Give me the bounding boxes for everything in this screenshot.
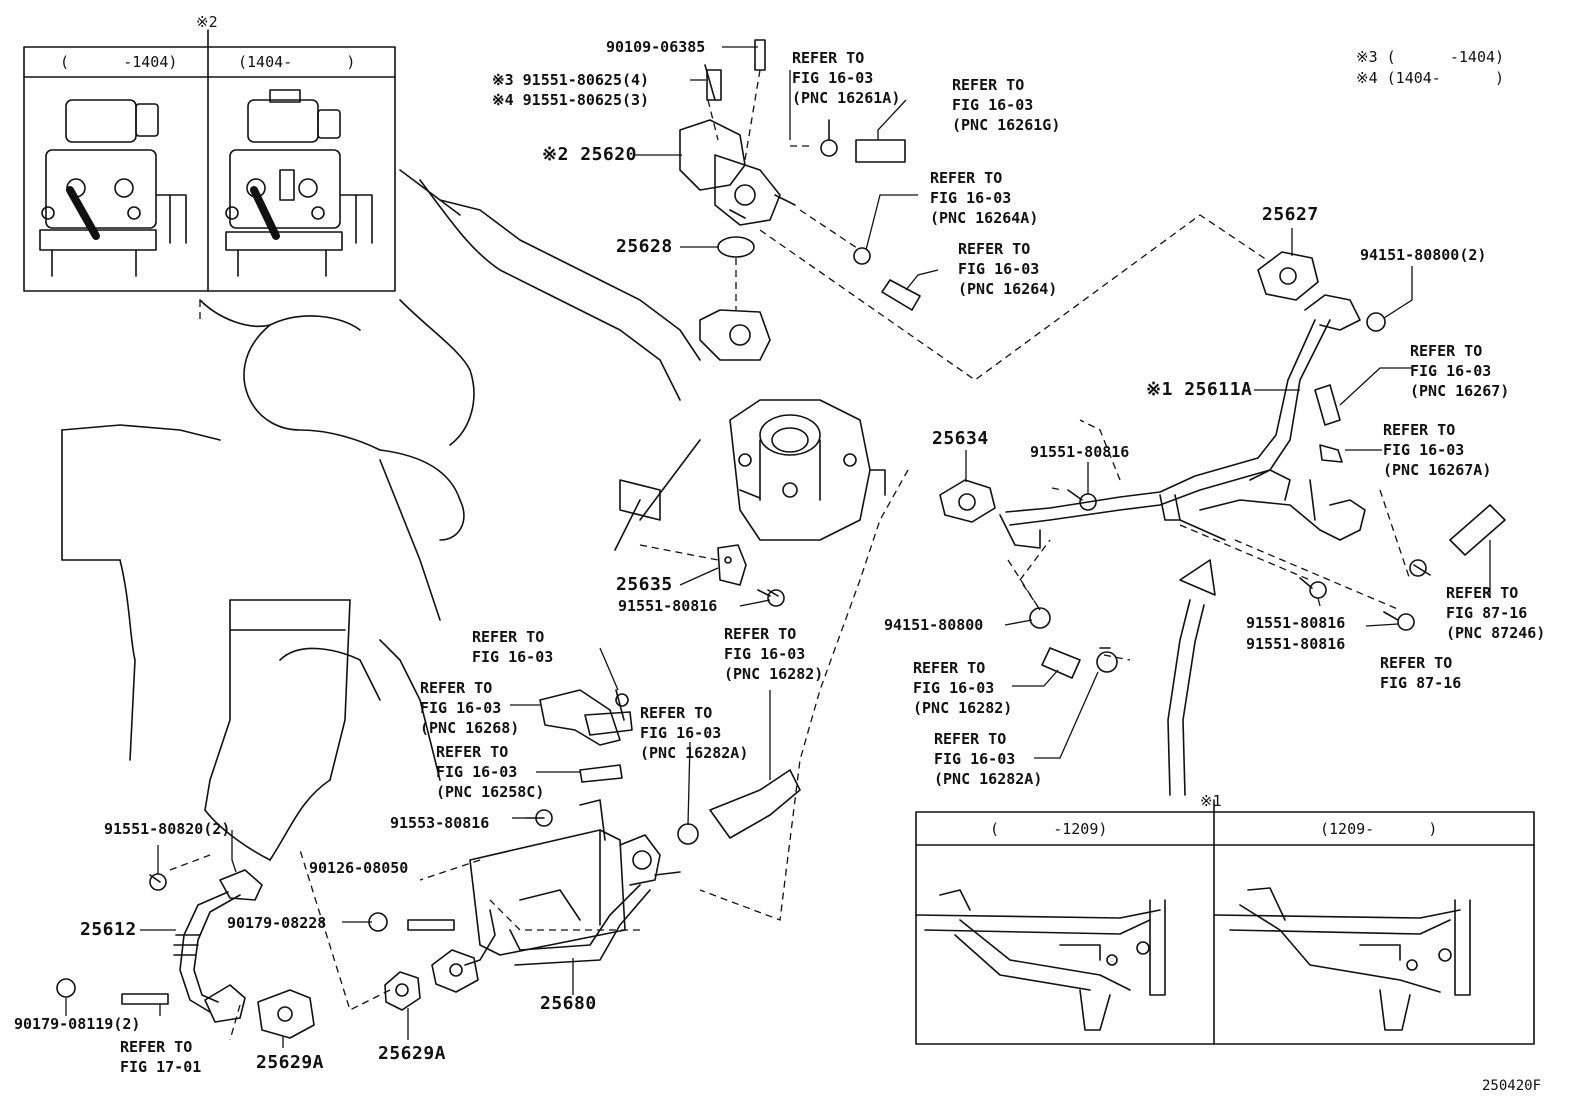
egr-valve-late-drawing — [225, 89, 373, 277]
inset-top-left-header: ( -1404) — [60, 53, 178, 71]
part-25680: 25680 — [540, 993, 597, 1014]
inset-bottom-left-header: ( -1209) — [990, 820, 1108, 838]
ref-16282-a: REFER TO FIG 16-03 (PNC 16282) — [724, 625, 824, 683]
ref-fig-16-03: REFER TO FIG 16-03 — [472, 628, 554, 666]
egr-valve-25620-drawing — [679, 39, 796, 226]
ref-16282-b: REFER TO FIG 16-03 (PNC 16282) — [913, 659, 1013, 717]
ref-87246: REFER TO FIG 87-16 (PNC 87246) — [1446, 584, 1546, 642]
part-91551-80625-n3: ※3 91551-80625(4) — [492, 71, 650, 89]
pipe-25612-drawing — [173, 869, 263, 1023]
gasket-25627-drawing — [1257, 251, 1319, 301]
part-94151-80800: 94151-80800 — [884, 616, 984, 634]
bracket-25635-drawing — [717, 544, 747, 586]
part-91551-80820-2: 91551-80820(2) — [104, 820, 231, 838]
gasket-25629A-b-drawing — [384, 971, 421, 1011]
bracket-16268-drawing — [539, 689, 633, 783]
ref-16268: REFER TO FIG 16-03 (PNC 16268) — [420, 679, 520, 737]
ref-fig-17-01: REFER TO FIG 17-01 — [120, 1038, 202, 1076]
pipe-25611A-drawing — [999, 294, 1366, 549]
ref-fig-87-16: REFER TO FIG 87-16 — [1380, 654, 1462, 692]
part-91551-80625-n4: ※4 91551-80625(3) — [492, 91, 650, 109]
flow-arrow — [1167, 559, 1216, 796]
part-90109-06385: 90109-06385 — [606, 38, 706, 56]
ref-16261G: REFER TO FIG 16-03 (PNC 16261G) — [952, 76, 1061, 134]
part-25629A-a: 25629A — [256, 1052, 325, 1073]
gasket-25629A-a-drawing — [257, 989, 315, 1039]
part-91551-80816-a: 91551-80816 — [1030, 443, 1130, 461]
nut-94151-drawing — [1366, 312, 1386, 332]
figure-id: 250420F — [1482, 1078, 1542, 1094]
hoses-drawing — [709, 139, 1506, 839]
part-90126-08050: 90126-08050 — [309, 859, 409, 877]
gasket-25628-drawing — [717, 236, 755, 258]
dashed-assembly-lines — [169, 69, 1411, 1041]
ref-16267A: REFER TO FIG 16-03 (PNC 16267A) — [1383, 421, 1492, 479]
legend-note-4: ※4 (1404- ) — [1356, 69, 1505, 87]
part-91551-80816-d: 91551-80816 — [1246, 635, 1346, 653]
part-91551-80816-c: 91551-80816 — [1246, 614, 1346, 632]
part-25629A-b: 25629A — [378, 1043, 447, 1064]
ref-16264A: REFER TO FIG 16-03 (PNC 16264A) — [930, 169, 1039, 227]
throttle-body-drawing — [699, 309, 886, 541]
ref-16261A: REFER TO FIG 16-03 (PNC 16261A) — [792, 49, 901, 107]
part-25635: 25635 — [616, 574, 673, 595]
inset-bottom-mark: ※1 — [1200, 792, 1222, 810]
bolts-drawing — [56, 489, 1431, 1005]
ref-16264: REFER TO FIG 16-03 (PNC 16264) — [958, 240, 1058, 298]
part-94151-80800-2: 94151-80800(2) — [1360, 246, 1487, 264]
part-91553-80816: 91553-80816 — [390, 814, 490, 832]
gasket-25634-drawing — [939, 479, 996, 523]
ref-16258C: REFER TO FIG 16-03 (PNC 16258C) — [436, 743, 545, 801]
egr-cooler-25680-drawing — [464, 799, 681, 966]
engine-block-outline — [61, 169, 701, 861]
ref-16282A-b: REFER TO FIG 16-03 (PNC 16282A) — [934, 730, 1043, 788]
pipe-late-drawing — [1213, 887, 1471, 1031]
egr-valve-early-drawing — [39, 99, 187, 277]
pipe-early-drawing — [915, 889, 1166, 1031]
inset-bottom-right-header: (1209- ) — [1320, 820, 1438, 838]
part-90179-08119-2: 90179-08119(2) — [14, 1015, 141, 1033]
part-90179-08228: 90179-08228 — [227, 914, 327, 932]
part-25628: 25628 — [616, 236, 673, 257]
part-91551-80816-b: 91551-80816 — [618, 597, 718, 615]
leader-lines — [65, 46, 1491, 1048]
part-25627: 25627 — [1262, 204, 1319, 225]
inset-top-mark: ※2 — [196, 13, 218, 31]
inset-egr-valve-versions — [23, 29, 396, 292]
part-25612: 25612 — [80, 919, 137, 940]
part-25620: ※2 25620 — [542, 144, 637, 165]
part-25634: 25634 — [932, 428, 989, 449]
ref-16267: REFER TO FIG 16-03 (PNC 16267) — [1410, 342, 1510, 400]
inset-pipe-versions — [915, 799, 1535, 1045]
clamps-drawing — [677, 119, 1427, 845]
gasket-extra-drawing — [431, 949, 479, 993]
inset-top-right-header: (1404- ) — [238, 53, 356, 71]
ref-16282A-a: REFER TO FIG 16-03 (PNC 16282A) — [640, 704, 749, 762]
legend-note-3: ※3 ( -1404) — [1356, 48, 1505, 66]
part-25611A: ※1 25611A — [1146, 379, 1253, 400]
